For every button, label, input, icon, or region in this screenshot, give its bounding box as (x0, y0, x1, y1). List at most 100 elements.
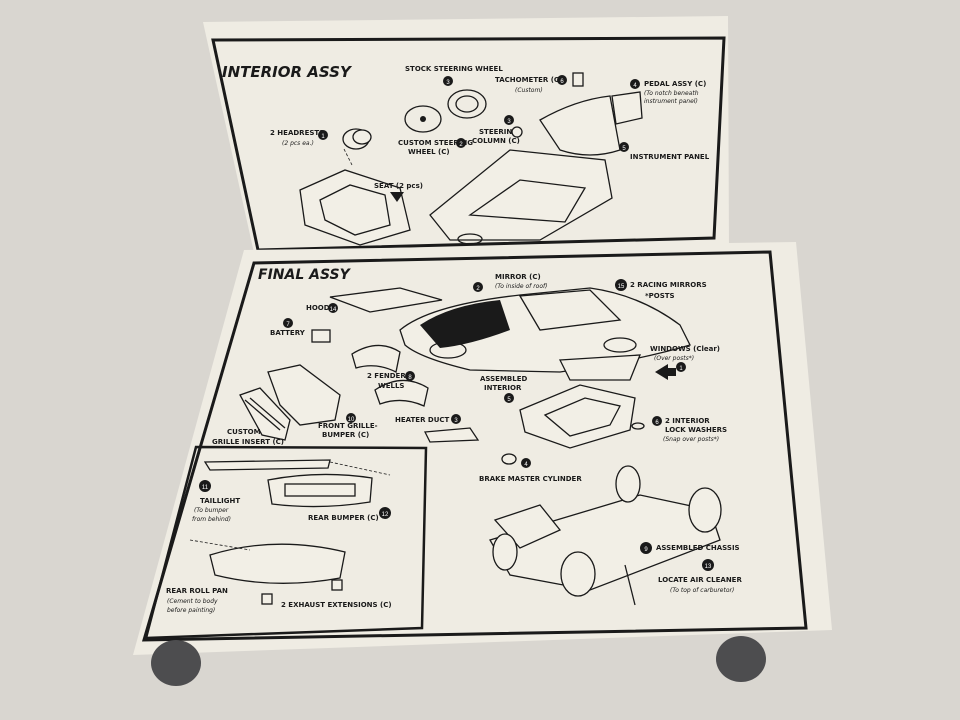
rear-bumper-label: REAR BUMPER (C) (308, 514, 379, 522)
svg-text:9: 9 (644, 547, 648, 553)
washers-label-2: LOCK WASHERS (665, 426, 727, 434)
custom-grille-insert-part (239, 387, 291, 441)
rollpan-sub-1: (Cement to body (167, 598, 218, 605)
brake-label: BRAKE MASTER CYLINDER (479, 475, 582, 483)
interior-title: INTERIOR ASSY (222, 63, 353, 81)
assembled-interior-label-1: ASSEMBLED (480, 375, 528, 383)
instrument-panel-part (539, 95, 621, 156)
step-badge: 15 (615, 279, 627, 291)
racing-mirrors-label: 2 RACING MIRRORS (630, 281, 707, 289)
step-badge: 6 (557, 75, 567, 85)
mirror-label: MIRROR (C) (495, 273, 541, 281)
pedal-label: PEDAL ASSY (C) (644, 80, 706, 88)
taillight-sub-2: from behind) (192, 516, 231, 523)
step-badge: 7 (283, 318, 293, 328)
step-badge: 8 (405, 371, 415, 381)
svg-text:1: 1 (321, 134, 325, 140)
brake-master-cylinder-part (501, 453, 517, 465)
step-badge: 2 (473, 282, 483, 292)
step-badge: 1 (676, 362, 686, 372)
step-badge: 5 (504, 393, 514, 403)
svg-text:6: 6 (560, 79, 564, 85)
svg-text:1: 1 (679, 366, 683, 372)
taillight-part (203, 459, 331, 471)
washers-sub: (Snap over posts*) (663, 436, 719, 443)
wheel-part (492, 533, 518, 571)
wells-label-2: WELLS (378, 382, 404, 390)
assembled-chassis-part (489, 494, 721, 591)
stock-wheel-label: STOCK STEERING WHEEL (405, 65, 503, 73)
taillight-sub-1: (To bumper (194, 507, 229, 514)
arrow-icon (655, 364, 676, 380)
seat-part (299, 169, 411, 246)
fender-well-part (351, 344, 401, 373)
svg-text:2: 2 (476, 286, 480, 292)
svg-text:4: 4 (524, 462, 528, 468)
svg-text:3: 3 (507, 119, 511, 125)
svg-text:2: 2 (459, 142, 463, 148)
step-badge: 6 (652, 416, 662, 426)
headrests-sub: (2 pcs ea.) (282, 140, 314, 147)
exhaust-extension-part (331, 579, 343, 591)
exhaust-label: 2 EXHAUST EXTENSIONS (C) (281, 601, 392, 609)
svg-text:15: 15 (618, 284, 625, 290)
battery-part (311, 329, 331, 343)
heater-duct-part (423, 427, 480, 443)
fender-well-part (374, 379, 429, 407)
rollpan-label: REAR ROLL PAN (166, 587, 228, 595)
windows-part (558, 354, 641, 381)
grille-label-1: CUSTOM (227, 428, 261, 436)
hood-part (329, 287, 443, 313)
front-grille-bumper-part (267, 364, 341, 426)
svg-text:14: 14 (330, 307, 337, 313)
lock-washer-part (631, 422, 645, 430)
headrests-label: 2 HEADRESTS (270, 129, 324, 137)
rollpan-sub-2: before painting) (167, 607, 215, 614)
windows-label: WINDOWS (Clear) (650, 345, 720, 353)
step-badge: 9 (640, 542, 652, 554)
washers-label-1: 2 INTERIOR (665, 417, 710, 425)
custom-steering-wheel-part (404, 105, 442, 133)
aircleaner-sub: (To top of carburetor) (670, 587, 734, 594)
svg-text:3: 3 (446, 80, 450, 86)
step-badge: 3 (443, 76, 453, 86)
svg-text:5: 5 (622, 146, 626, 152)
svg-text:4: 4 (633, 83, 637, 89)
svg-text:8: 8 (408, 375, 412, 381)
bumper-label-2: BUMPER (C) (322, 431, 369, 439)
grille-label-2: GRILLE INSERT (C) (212, 438, 284, 446)
step-badge: 14 (328, 303, 338, 313)
mirror-sub: (To inside of roof) (495, 283, 547, 290)
wheel-part (688, 487, 722, 533)
final-title: FINAL ASSY (258, 267, 352, 283)
stock-steering-wheel-part (447, 89, 487, 119)
assembled-interior-label-2: INTERIOR (484, 384, 522, 392)
seat-label: SEAT (2 pcs) (374, 182, 423, 190)
step-badge: 3 (451, 414, 461, 424)
rear-roll-pan-part (209, 543, 346, 584)
pedal-sub-1: (To notch beneath (644, 90, 699, 97)
step-badge: 4 (521, 458, 531, 468)
custom-wheel-label-1: CUSTOM STEERING (398, 139, 473, 147)
magnet-left (151, 640, 201, 686)
rear-bumper-part (267, 473, 373, 508)
battery-label: BATTERY (270, 329, 306, 337)
wheel-part (615, 465, 641, 503)
exhaust-extension-part (261, 593, 273, 605)
windows-sub: (Over posts*) (654, 355, 694, 362)
step-badge: 10 (346, 413, 356, 423)
inset-box (144, 445, 428, 640)
svg-text:10: 10 (348, 417, 355, 423)
svg-text:13: 13 (705, 564, 712, 570)
step-badge: 12 (379, 507, 391, 519)
wheel-part (560, 551, 596, 597)
svg-text:12: 12 (382, 512, 389, 518)
svg-text:6: 6 (655, 420, 659, 426)
bumper-label-1: FRONT GRILLE- (318, 422, 378, 430)
step-badge: 3 (504, 115, 514, 125)
column-label-2: COLUMN (C) (472, 137, 520, 145)
svg-text:7: 7 (286, 322, 290, 328)
hood-label: HOOD (306, 304, 330, 312)
custom-wheel-label-2: WHEEL (C) (408, 148, 450, 156)
svg-text:3: 3 (454, 418, 458, 424)
